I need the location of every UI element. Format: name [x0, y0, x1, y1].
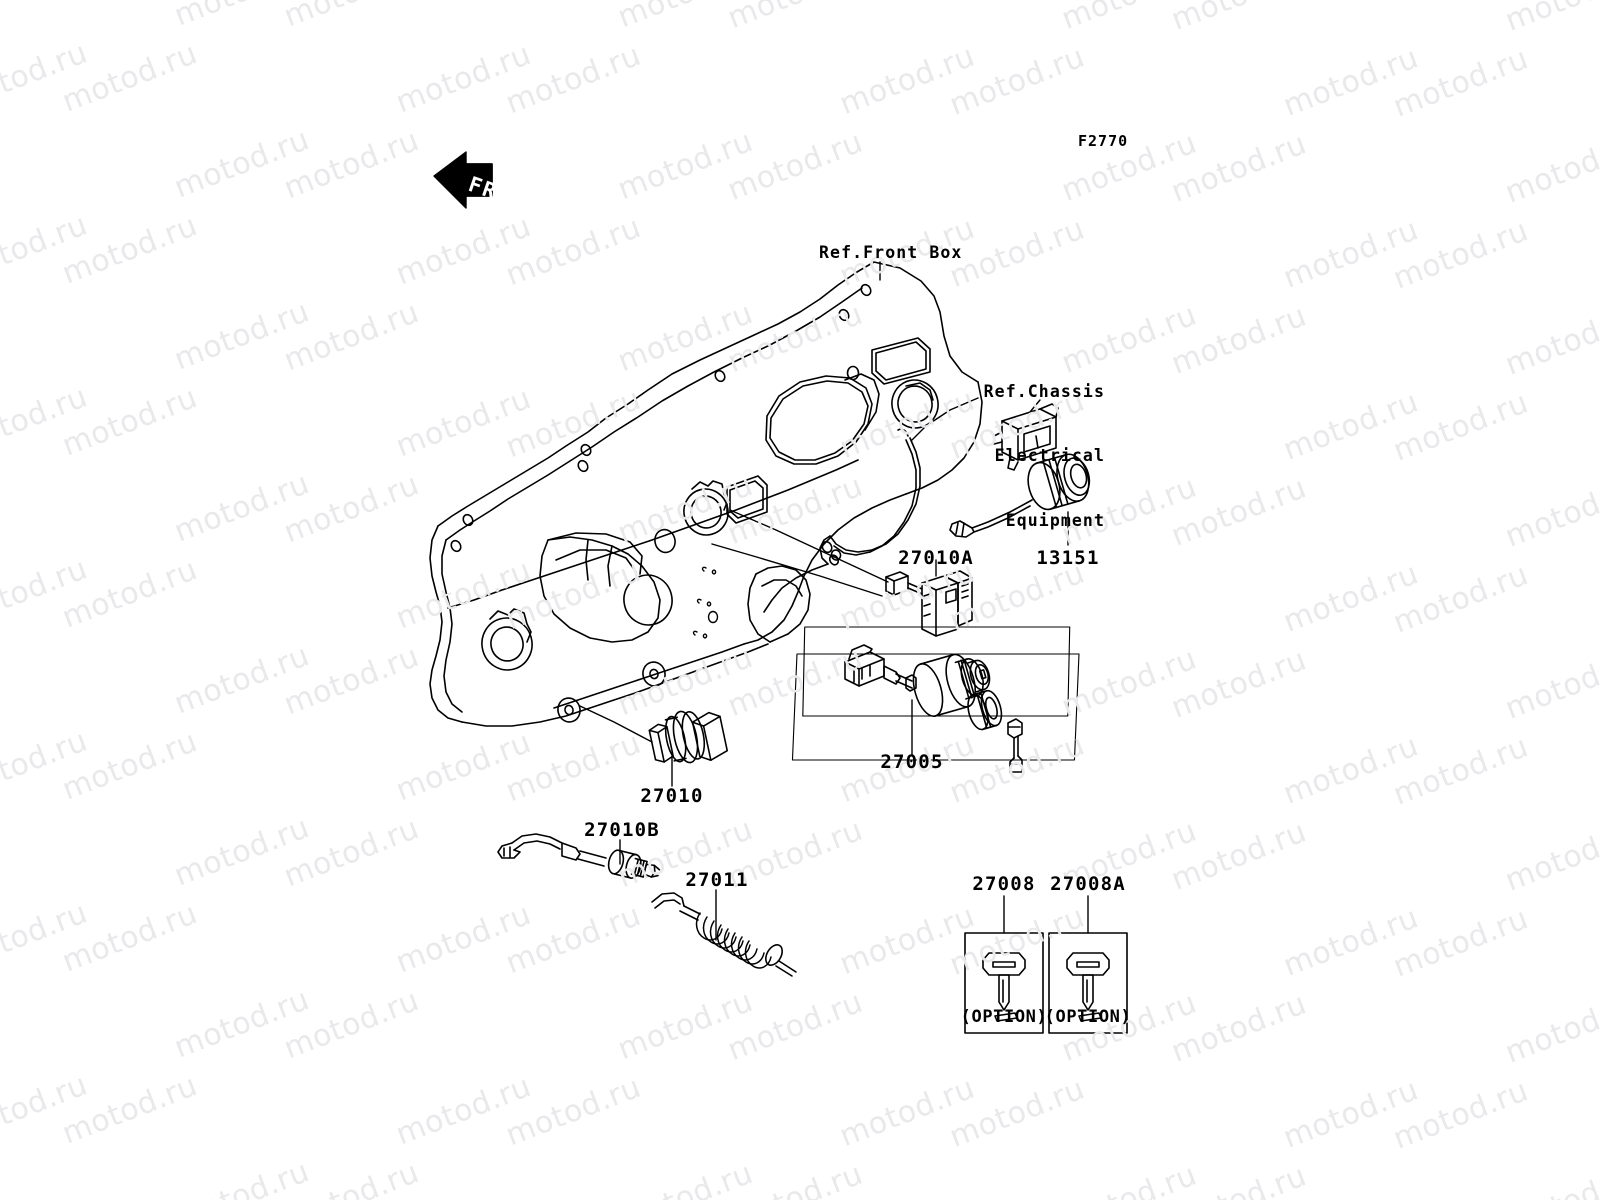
ref-chassis-line3: Equipment [1005, 510, 1105, 530]
dashboard-panel [429, 261, 983, 727]
callout-13151-label: 13151 [1036, 547, 1100, 569]
ref-chassis-line1: Ref.Chassis [983, 381, 1105, 401]
part-27011-spring-cable [651, 892, 797, 977]
part-27005-ignition-assembly [844, 644, 1023, 773]
ignition-key-icon [1007, 718, 1023, 773]
part-13151-switch [949, 403, 1091, 538]
option-note-27008a: (OPTION) [1044, 1007, 1132, 1027]
option-box-27008a [1048, 932, 1128, 1034]
callout-27010-label: 27010 [640, 785, 704, 807]
option-note-27008: (OPTION) [960, 1007, 1048, 1027]
projection-boxes [791, 626, 1080, 761]
ref-chassis-electrical-label: Ref.Chassis Electrical Equipment [905, 338, 1105, 574]
callout-27010a-label: 27010A [898, 547, 974, 569]
leader-lines [579, 261, 1089, 941]
callout-27010b-label: 27010B [584, 819, 660, 841]
part-27010-rotary-switch [648, 710, 729, 764]
callout-27008-label: 27008 [972, 873, 1036, 895]
ref-chassis-line2: Electrical [994, 446, 1105, 466]
part-27010a-rocker-switch [885, 570, 973, 637]
callout-27008a-label: 27008A [1050, 873, 1126, 895]
callout-27005-label: 27005 [880, 751, 944, 773]
callout-27011-label: 27011 [685, 869, 749, 891]
ref-front-box-label: Ref.Front Box [819, 243, 963, 262]
diagram-code: F2770 [1078, 132, 1129, 150]
part-27010b-sensor-switch [497, 833, 661, 879]
